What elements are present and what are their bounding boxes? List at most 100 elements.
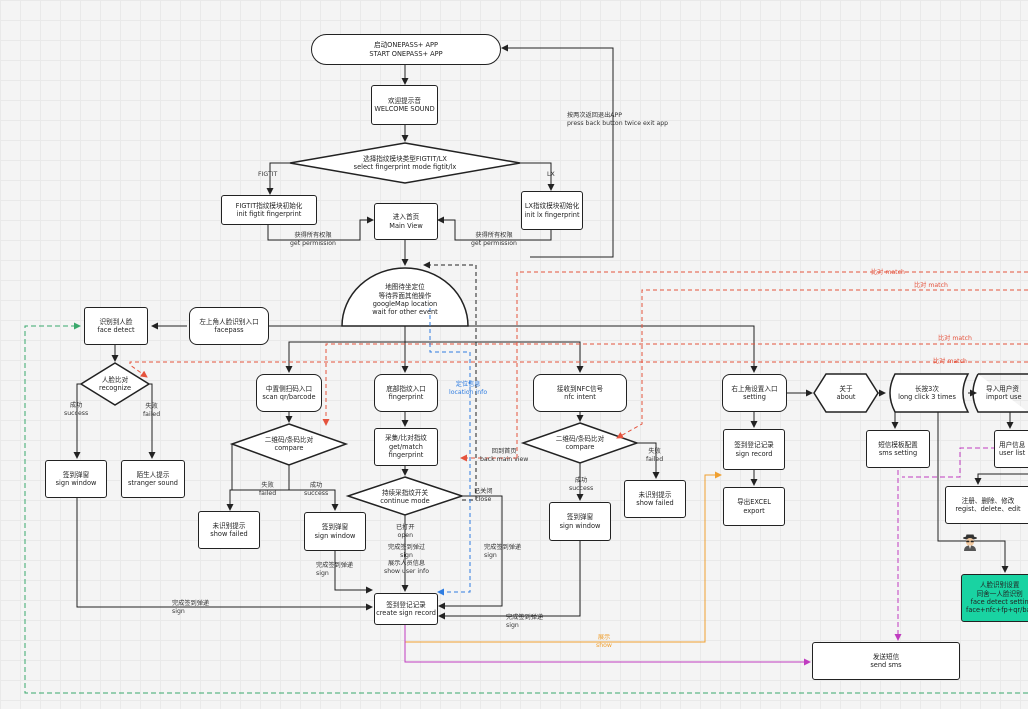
export-node: 导出EXCEL export xyxy=(723,487,785,526)
welcome-sound-node: 欢迎提示音 WELCOME SOUND xyxy=(371,85,438,125)
face-entry-text: 左上角人脸识别入口 facepass xyxy=(199,317,259,334)
label-face-failed: 失败 failed xyxy=(143,403,161,418)
about-node: 关于 about xyxy=(822,382,870,404)
send-sms-text: 发送短信 send sms xyxy=(870,652,902,669)
sign-window-qr-node: 签到弹窗 sign window xyxy=(304,512,366,551)
label-close: 已关闭 close xyxy=(474,488,493,503)
register-edit-node: 注册、删除、修改 regist、delete、edit xyxy=(945,486,1028,524)
import-user-text: 导入用户资 import use xyxy=(986,384,1022,401)
sms-setting-text: 短信模板配置 sms setting xyxy=(878,440,918,457)
export-text: 导出EXCEL export xyxy=(737,498,771,515)
setting-node: 右上角设置入口 setting xyxy=(722,374,787,412)
label-sign-done-fp: 完成签到弹递 sign xyxy=(484,544,522,559)
main-view-text: 进入首页 Main View xyxy=(389,213,423,230)
nfc-show-failed-text: 未识别提示 show failed xyxy=(636,490,674,507)
label-back-twice: 按两次返回退出APP press back button twice exit … xyxy=(567,112,669,127)
label-lx: LX xyxy=(547,171,555,178)
continue-mode-text: 持续采指纹开关 continue mode xyxy=(380,488,430,505)
create-sign-record-node: 签到登记记录 create sign record xyxy=(374,593,438,625)
label-nfc-success: 成功 success xyxy=(569,477,594,492)
sms-setting-node: 短信模板配置 sms setting xyxy=(866,430,930,468)
label-open: 已打开 open xyxy=(396,524,415,539)
label-match-4: 比对 match xyxy=(933,358,967,365)
sign-record-text: 签到登记记录 sign record xyxy=(734,441,774,458)
label-get-permission-left: 获得所有权限 get permission xyxy=(290,232,336,247)
sign-window-face-text: 签到弹窗 sign window xyxy=(55,470,97,487)
label-sign-done-qr: 完成签到弹递 sign xyxy=(316,562,354,577)
about-text: 关于 about xyxy=(836,384,856,401)
qr-compare-text: 二维码/条码比对 compare xyxy=(264,435,314,452)
select-mode-diamond-shape xyxy=(289,142,521,184)
label-nfc-failed: 失败 failed xyxy=(646,448,664,463)
nfc-show-failed-node: 未识别提示 show failed xyxy=(624,480,686,518)
face-setting-node: 人脸识别设置 同舍一人脸识别 face detect settin face+n… xyxy=(961,574,1028,622)
label-sign-done-nfc: 完成签到弹递 sign xyxy=(506,614,544,629)
import-user-node: 导入用户资 import use xyxy=(986,382,1028,404)
select-mode-text: 选择指纹模块类型FIGTIT/LX select fingerprint mod… xyxy=(353,154,457,171)
map-wait-dome-shape xyxy=(341,267,469,327)
scan-entry-text: 中置侧扫码入口 scan qr/barcode xyxy=(262,384,316,401)
show-failed-qr-node: 未识别提示 show failed xyxy=(198,511,260,549)
create-sign-record-text: 签到登记记录 create sign record xyxy=(376,600,436,617)
long-click-text: 长按3次 long click 3 times xyxy=(898,384,956,401)
main-view-node: 进入首页 Main View xyxy=(374,203,438,240)
fingerprint-entry-text: 底部指纹入口 fingerprint xyxy=(386,384,426,401)
label-match-2: 比对 match xyxy=(914,282,948,289)
qr-compare-node: 二维码/条码比对 compare xyxy=(250,434,328,454)
map-wait-text: 地图待坐定位 等待界面其他操作 googleMap location wait … xyxy=(372,283,438,317)
welcome-sound-text: 欢迎提示音 WELCOME SOUND xyxy=(374,96,435,113)
face-detect-text: 识别到人脸 face detect xyxy=(97,317,135,334)
map-wait-node: 地图待坐定位 等待界面其他操作 googleMap location wait … xyxy=(352,278,458,322)
label-show: 展示 show xyxy=(596,634,612,649)
face-compare-node: 人脸比对 recognize xyxy=(88,374,142,394)
label-qr-success: 成功 success xyxy=(304,482,329,497)
face-setting-text: 人脸识别设置 同舍一人脸识别 face detect settin face+n… xyxy=(966,581,1028,615)
sign-record-node: 签到登记记录 sign record xyxy=(723,429,785,470)
user-list-node: 用户信息 user list xyxy=(994,430,1028,468)
scan-entry-node: 中置侧扫码入口 scan qr/barcode xyxy=(256,374,322,412)
nfc-entry-node: 接收到NFC信号 nfc intent xyxy=(533,374,627,412)
select-mode-node: 选择指纹模块类型FIGTIT/LX select fingerprint mod… xyxy=(320,150,490,176)
nfc-sign-window-text: 签到弹窗 sign window xyxy=(559,513,601,530)
label-match-1: 比对 match xyxy=(871,269,905,276)
start-node-text: 启动ONEPASS+ APP START ONEPASS+ APP xyxy=(369,41,443,58)
sign-window-qr-text: 签到弹窗 sign window xyxy=(314,523,356,540)
fingerprint-match-node: 采集/比对指纹 get/match fingerprint xyxy=(374,428,438,466)
label-get-permission-right: 获得所有权限 get permission xyxy=(471,232,517,247)
fingerprint-match-text: 采集/比对指纹 get/match fingerprint xyxy=(385,434,427,460)
register-edit-text: 注册、删除、修改 regist、delete、edit xyxy=(955,496,1021,513)
continue-mode-node: 持续采指纹开关 continue mode xyxy=(362,487,448,507)
label-location-info: 定位信息 location info xyxy=(449,381,488,396)
nfc-compare-text: 二维码/条码比对 compare xyxy=(555,434,605,451)
long-click-node: 长按3次 long click 3 times xyxy=(888,382,966,404)
about-hexagon-shape xyxy=(813,373,879,413)
stranger-node: 陌生人提示 stranger sound xyxy=(121,460,185,498)
user-list-text: 用户信息 user list xyxy=(999,440,1026,457)
lx-init-node: LX指纹模块初始化 init lx fingerprint xyxy=(521,191,583,230)
lx-init-text: LX指纹模块初始化 init lx fingerprint xyxy=(524,202,580,219)
fingerprint-entry-node: 底部指纹入口 fingerprint xyxy=(374,374,438,412)
label-back-main: 回到首页 back main view xyxy=(480,448,529,463)
nfc-sign-window-node: 签到弹窗 sign window xyxy=(549,502,611,541)
nfc-compare-node: 二维码/条码比对 compare xyxy=(540,433,620,453)
face-compare-diamond-shape xyxy=(79,362,151,406)
face-compare-text: 人脸比对 recognize xyxy=(99,375,131,392)
stranger-text: 陌生人提示 stranger sound xyxy=(127,470,178,487)
start-node: 启动ONEPASS+ APP START ONEPASS+ APP xyxy=(311,34,501,65)
label-figtit: FIGTIT xyxy=(258,171,278,178)
label-sign-done-face: 完成签到弹递 sign xyxy=(172,600,210,615)
face-detect-node: 识别到人脸 face detect xyxy=(84,307,148,345)
spy-icon xyxy=(963,534,977,551)
label-after-open: 完成签到弹过 sign 展示人员信息 show user info xyxy=(384,544,430,575)
figtit-init-node: FIGTIT指纹模块初始化 init figtit fingerprint xyxy=(221,195,317,225)
label-face-success: 成功 success xyxy=(64,402,89,417)
label-match-3: 比对 match xyxy=(938,335,972,342)
long-click-shape xyxy=(889,373,970,413)
nfc-entry-text: 接收到NFC信号 nfc intent xyxy=(556,384,604,401)
label-qr-failed: 失败 failed xyxy=(259,482,277,497)
sign-window-face-node: 签到弹窗 sign window xyxy=(45,460,107,498)
face-entry-node: 左上角人脸识别入口 facepass xyxy=(189,307,269,345)
